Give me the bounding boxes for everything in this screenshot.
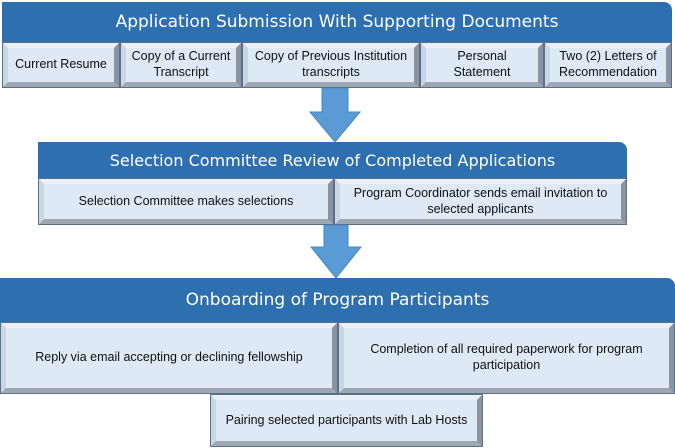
stage-2-title: Selection Committee Review of Completed … — [109, 150, 556, 170]
stage-3-item-reply-email: Reply via email accepting or declining f… — [0, 322, 338, 394]
stage-2-item-committee-selections: Selection Committee makes selections — [38, 178, 334, 225]
stage-1-item-previous-transcripts: Copy of Previous Institution transcripts — [242, 42, 420, 88]
stage-2-item-coordinator-email: Program Coordinator sends email invitati… — [334, 178, 627, 225]
down-arrow-icon — [309, 88, 361, 143]
stage-1-item-current-transcript: Copy of a Current Transcript — [120, 42, 242, 88]
stage-1-header: Application Submission With Supporting D… — [2, 2, 672, 42]
stage-1-item-current-resume: Current Resume — [2, 42, 120, 88]
stage-3-title: Onboarding of Program Participants — [185, 290, 490, 310]
stage-3-item-lab-host-pairing: Pairing selected participants with Lab H… — [210, 394, 483, 447]
stage-3-header: Onboarding of Program Participants — [0, 278, 675, 322]
stage-1-item-recommendation-letters: Two (2) Letters of Recommendation — [544, 42, 672, 88]
stage-1-title: Application Submission With Supporting D… — [115, 12, 559, 32]
stage-3-item-paperwork: Completion of all required paperwork for… — [338, 322, 675, 394]
stage-2-header: Selection Committee Review of Completed … — [38, 142, 627, 178]
down-arrow-icon — [310, 225, 362, 279]
stage-1-item-personal-statement: Personal Statement — [420, 42, 544, 88]
